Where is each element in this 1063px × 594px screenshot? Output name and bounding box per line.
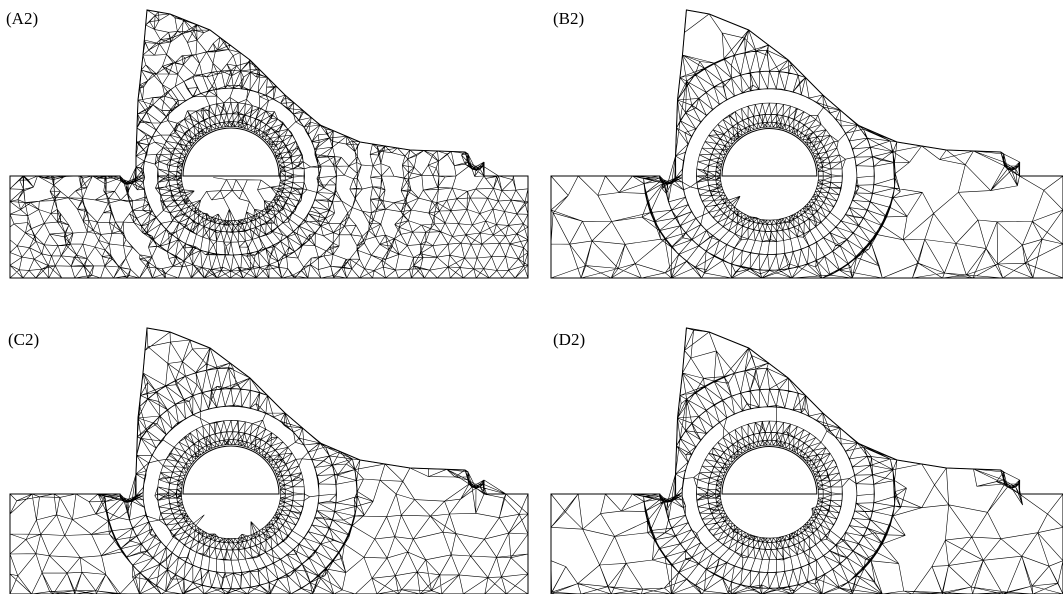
mesh-edges [550,9,1063,279]
domain-outline [9,9,529,279]
mesh-group [9,9,529,279]
panel-label-d2: (D2) [553,330,586,349]
panel-label-a2: (A2) [6,9,39,28]
mesh-group [550,327,1063,594]
semicircular-hole [182,127,280,177]
panel-label-c2: (C2) [8,330,40,349]
panel-label-b2: (B2) [553,9,585,28]
semicircular-hole [721,128,818,177]
domain-outline [550,9,1063,279]
semicircular-hole [182,445,280,495]
mesh-edges [9,327,529,594]
mesh-edges [9,9,529,279]
mesh-group [9,327,529,594]
mesh-group [550,9,1063,279]
domain-outline [9,327,529,594]
mesh-edges [550,327,1063,594]
semicircular-hole [721,446,818,495]
domain-outline [550,327,1063,594]
